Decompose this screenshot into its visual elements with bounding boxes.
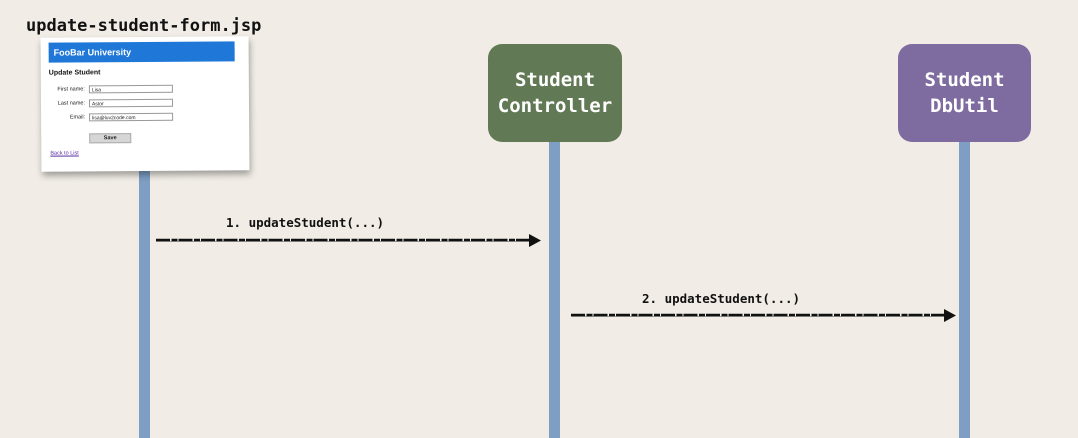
lifeline-jsp — [139, 165, 150, 438]
lifeline-dbutil — [959, 142, 970, 438]
message-label-1: 1. updateStudent(...) — [226, 215, 385, 230]
message-arrow-1 — [156, 234, 541, 247]
participant-student-controller: Student Controller — [488, 44, 622, 142]
message-arrow-2 — [571, 309, 956, 322]
participant-controller-line2: Controller — [497, 95, 613, 117]
participant-dbutil-line2: DbUtil — [930, 95, 999, 117]
lifeline-controller — [549, 142, 560, 438]
jsp-file-name: update-student-form.jsp — [26, 16, 262, 36]
participant-student-dbutil: Student DbUtil — [898, 44, 1031, 142]
participant-controller-line1: Student — [514, 69, 596, 91]
participant-dbutil-line1: Student — [924, 69, 1005, 91]
message-label-2: 2. updateStudent(...) — [642, 291, 801, 306]
